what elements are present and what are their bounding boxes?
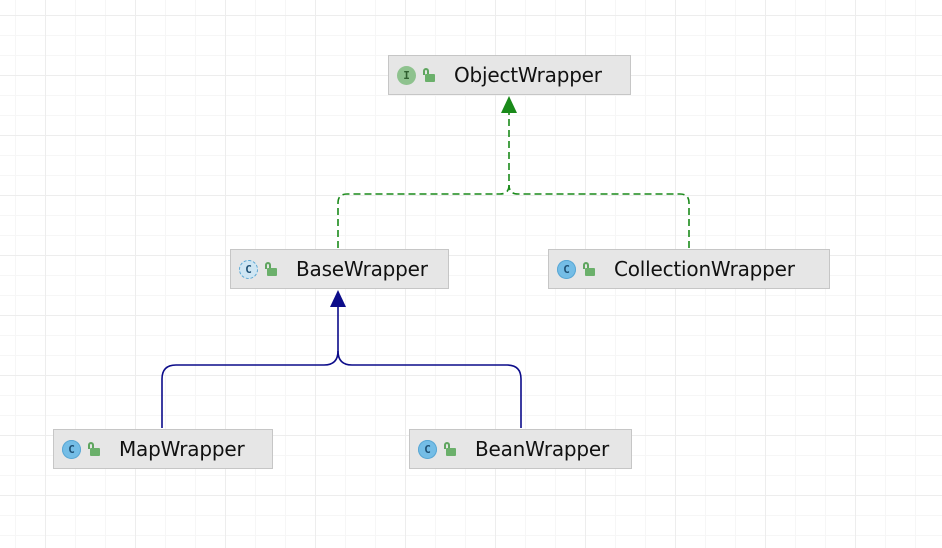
arrowhead-implements (501, 96, 517, 113)
public-lock-icon (443, 441, 457, 457)
node-label: BeanWrapper (475, 437, 610, 461)
node-label: MapWrapper (119, 437, 245, 461)
arrowhead-extends (330, 290, 346, 307)
node-bean-wrapper[interactable]: C BeanWrapper (409, 429, 632, 469)
interface-icon: I (397, 65, 416, 85)
public-lock-icon (264, 261, 278, 277)
node-label: CollectionWrapper (614, 257, 795, 281)
public-lock-icon (87, 441, 101, 457)
class-icon: C (62, 439, 81, 459)
node-object-wrapper[interactable]: I ObjectWrapper (388, 55, 631, 95)
node-label: BaseWrapper (296, 257, 428, 281)
edge-extends-beanwrapper-basewrapper (337, 350, 522, 428)
node-map-wrapper[interactable]: C MapWrapper (53, 429, 273, 469)
edge-implements-collectionwrapper-objectwrapper (508, 184, 690, 248)
edge-extends-mapwrapper-basewrapper (161, 306, 339, 428)
node-label: ObjectWrapper (454, 63, 602, 87)
node-collection-wrapper[interactable]: C CollectionWrapper (548, 249, 830, 289)
class-icon: C (418, 439, 437, 459)
public-lock-icon (422, 67, 436, 83)
abstract-class-icon: C (239, 259, 258, 279)
class-icon: C (557, 259, 576, 279)
node-base-wrapper[interactable]: C BaseWrapper (230, 249, 449, 289)
public-lock-icon (582, 261, 596, 277)
edge-implements-basewrapper-objectwrapper (337, 112, 510, 248)
